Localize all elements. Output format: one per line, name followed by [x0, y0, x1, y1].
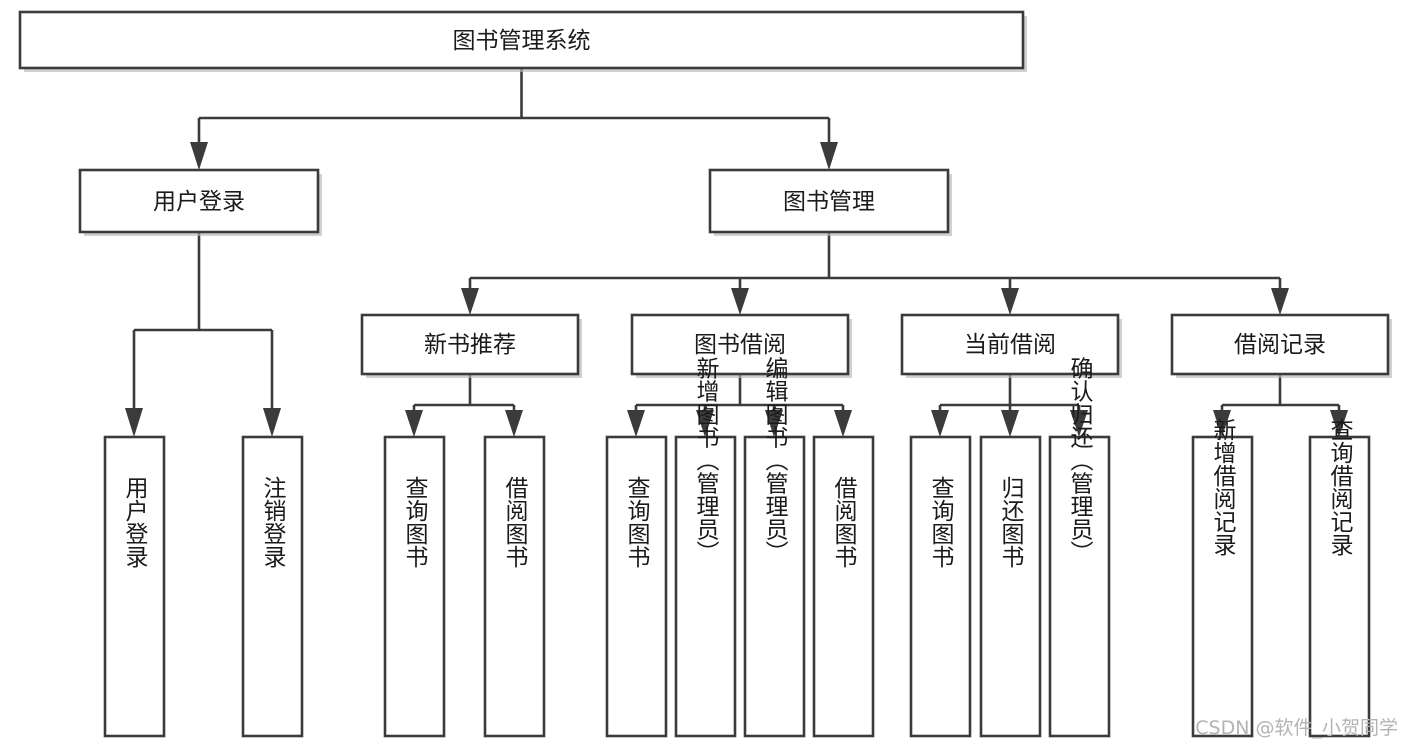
leaf-node[interactable]: 查询借阅记录 [1308, 418, 1371, 738]
leaf-label-query-book-3: 查询图书 [927, 476, 955, 568]
arrow-to-user-login [190, 142, 208, 170]
current-borrow-label: 当前借阅 [964, 332, 1056, 358]
node-book-borrow[interactable]: 图书借阅 [630, 313, 852, 378]
arrow-borrow-record-leaf-2 [1330, 410, 1348, 437]
leaf-node[interactable]: 借阅图书 [483, 435, 546, 738]
leaf-label-logout: 注销登录 [259, 476, 287, 568]
arrow-current-borrow-leaf-3 [1070, 410, 1088, 437]
book-borrow-box[interactable] [630, 313, 850, 376]
arrow-user-login-leaf-2 [263, 408, 281, 437]
arrow-book-borrow-leaf-2 [696, 410, 714, 437]
leaf-label-query-record: 查询借阅记录 [1326, 418, 1354, 556]
leaf-node[interactable]: 新增图书（管理员） [674, 357, 737, 738]
leaf-box-borrow-book-2[interactable] [812, 435, 875, 738]
book-borrow-label: 图书借阅 [694, 332, 786, 358]
current-borrow-box[interactable] [900, 313, 1120, 376]
arrow-new-book-leaf-2 [505, 410, 523, 437]
arrow-to-current-borrow [1001, 288, 1019, 315]
leaf-node[interactable]: 新增借阅记录 [1191, 418, 1254, 738]
leaf-node[interactable]: 用户登录 [103, 435, 166, 738]
leaf-box-query-book-1[interactable] [383, 435, 446, 738]
leaf-box-query-book-3[interactable] [909, 435, 972, 738]
book-management-box[interactable] [708, 168, 950, 234]
root-label: 图书管理系统 [453, 28, 591, 54]
node-new-book-recommend[interactable]: 新书推荐 [360, 313, 582, 378]
leaf-node[interactable]: 归还图书 [979, 435, 1042, 738]
node-root[interactable]: 图书管理系统 [18, 10, 1027, 72]
leaf-node[interactable]: 编辑图书（管理员） [743, 357, 806, 738]
leaf-label-borrow-book-1: 借阅图书 [501, 476, 529, 568]
arrow-to-borrow-record [1271, 288, 1289, 315]
arrow-book-borrow-leaf-4 [834, 410, 852, 437]
node-borrow-record[interactable]: 借阅记录 [1170, 313, 1392, 378]
arrow-borrow-record-leaf-1 [1213, 410, 1231, 437]
leaf-box-return-book[interactable] [979, 435, 1042, 738]
arrow-book-borrow-leaf-3 [765, 410, 783, 437]
leaf-node[interactable]: 借阅图书 [812, 435, 875, 738]
leaf-box-add-record[interactable] [1191, 435, 1254, 738]
leaf-label-user-login: 用户登录 [121, 476, 149, 568]
user-login-label: 用户登录 [153, 189, 245, 215]
arrow-user-login-leaf-1 [125, 408, 143, 437]
leaf-box-query-record[interactable] [1308, 435, 1371, 738]
arrow-book-borrow-leaf-1 [627, 410, 645, 437]
watermark: CSDN @软件_小贺同学 [1195, 717, 1398, 739]
leaf-label-query-book-2: 查询图书 [623, 476, 651, 568]
new-book-recommend-box[interactable] [360, 313, 580, 376]
leaf-node[interactable]: 确认归还（管理员） [1048, 357, 1111, 738]
node-book-management[interactable]: 图书管理 [708, 168, 952, 236]
arrow-to-book-borrow [731, 288, 749, 315]
user-login-box[interactable] [78, 168, 320, 234]
edges-layer [125, 68, 1348, 437]
leaf-box-logout[interactable] [241, 435, 304, 738]
leaf-label-add-record: 新增借阅记录 [1209, 418, 1237, 556]
leaf-box-edit-book[interactable] [743, 435, 806, 738]
new-book-recommend-label: 新书推荐 [424, 332, 516, 358]
arrow-new-book-leaf-1 [405, 410, 423, 437]
leaf-label-return-book: 归还图书 [997, 476, 1025, 568]
leaf-label-confirm-return: 确认归还（管理员） [1066, 357, 1094, 564]
borrow-record-box[interactable] [1170, 313, 1390, 376]
node-user-login[interactable]: 用户登录 [78, 168, 322, 236]
arrow-to-book-management [820, 142, 838, 170]
leaf-box-query-book-2[interactable] [605, 435, 668, 738]
leaf-box-confirm-return[interactable] [1048, 435, 1111, 738]
node-current-borrow[interactable]: 当前借阅 [900, 313, 1122, 378]
leaf-node[interactable]: 查询图书 [909, 435, 972, 738]
book-management-label: 图书管理 [783, 189, 875, 215]
root-box[interactable] [18, 10, 1025, 70]
leaf-box-user-login[interactable] [103, 435, 166, 738]
leaf-label-borrow-book-2: 借阅图书 [830, 476, 858, 568]
leaf-label-query-book-1: 查询图书 [401, 476, 429, 568]
leaf-node[interactable]: 注销登录 [241, 435, 304, 738]
arrow-current-borrow-leaf-2 [1001, 410, 1019, 437]
leaf-box-add-book[interactable] [674, 435, 737, 738]
arrow-current-borrow-leaf-1 [931, 410, 949, 437]
leaf-node[interactable]: 查询图书 [383, 435, 446, 738]
arrow-to-new-book-recommend [461, 288, 479, 315]
borrow-record-label: 借阅记录 [1234, 332, 1326, 358]
leaf-node[interactable]: 查询图书 [605, 435, 668, 738]
leaf-box-borrow-book-1[interactable] [483, 435, 546, 738]
leaf-label-add-book: 新增图书（管理员） [692, 357, 720, 564]
leaf-label-edit-book: 编辑图书（管理员） [761, 357, 789, 564]
